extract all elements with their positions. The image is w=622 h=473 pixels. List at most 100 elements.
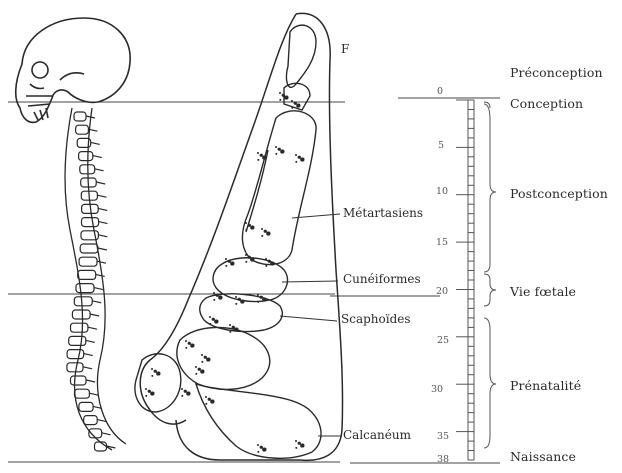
- stipple-dot: [232, 326, 235, 329]
- leader-scaphoides: [280, 316, 337, 321]
- stipple-dot: [281, 150, 285, 154]
- vertebra-process: [83, 367, 92, 369]
- stipple-dot: [209, 316, 211, 318]
- vertebra: [84, 416, 98, 425]
- vertebra-process: [99, 222, 108, 224]
- stipple-dot: [235, 296, 237, 298]
- stipple-dot: [245, 261, 247, 263]
- stipple-dot: [238, 298, 241, 301]
- stipple-dot: [271, 262, 275, 266]
- stipple-dot: [291, 107, 293, 109]
- stipple-dot: [195, 366, 197, 368]
- vertebra-process: [93, 156, 102, 158]
- vertebra: [74, 297, 92, 306]
- vertebra: [76, 125, 89, 134]
- vertebra: [80, 244, 98, 253]
- label-cuneiformes: Cunéiformes: [343, 272, 421, 286]
- vertebra-process: [92, 301, 101, 303]
- stipple-dot: [261, 228, 263, 230]
- stipple-dot: [298, 156, 301, 159]
- fragment-letter: F: [341, 42, 349, 56]
- leader-lines: [280, 214, 342, 436]
- stipple-dot: [297, 104, 301, 108]
- stipple-dot: [279, 92, 281, 94]
- stipple-dot: [211, 400, 215, 404]
- stipple-dot: [257, 301, 259, 303]
- stipple-dot: [267, 232, 271, 236]
- stipple-dot: [265, 265, 267, 267]
- stipple-dot: [205, 396, 207, 398]
- stage-preconception: Préconception: [510, 65, 603, 80]
- vertebra-process: [97, 195, 106, 197]
- stipple-dot: [185, 340, 187, 342]
- vertebra: [71, 376, 87, 385]
- stage-prenatalite: Prénatalité: [510, 378, 581, 393]
- stipple-dot: [201, 370, 205, 374]
- stipple-dot: [295, 154, 297, 156]
- stage-conception: Conception: [510, 96, 583, 111]
- stipple-dot: [260, 296, 263, 299]
- stipple-dot: [151, 392, 155, 396]
- vertebra: [74, 112, 86, 121]
- stipple-dot: [301, 444, 305, 448]
- brace-prenatalite: [484, 318, 496, 448]
- vertebra: [82, 218, 99, 227]
- stipple-dot: [219, 296, 223, 300]
- stipple-dot: [257, 444, 259, 446]
- vertebra: [79, 402, 93, 411]
- stipple-dot: [154, 370, 157, 373]
- stipple-dot: [251, 226, 255, 230]
- stipple-dot: [151, 368, 153, 370]
- stipple-dot: [187, 392, 191, 396]
- tick-label-5: 5: [438, 140, 444, 151]
- vertebra: [78, 270, 96, 279]
- stipple-dot: [229, 331, 231, 333]
- stipple-dot: [195, 373, 197, 375]
- stage-naissance: Naissance: [510, 449, 576, 464]
- stipple-dot: [209, 323, 211, 325]
- stipple-dot: [235, 328, 239, 332]
- stipple-dot: [291, 100, 293, 102]
- vertebra-process: [96, 274, 105, 276]
- stipple-dot: [185, 347, 187, 349]
- stipple-dot: [191, 344, 195, 348]
- stipple-dot: [275, 153, 277, 155]
- stipple-dot: [260, 154, 263, 157]
- vertebra: [71, 323, 88, 332]
- stipple-dot: [208, 398, 211, 401]
- stipple-dot: [251, 258, 255, 262]
- stipple-dot: [216, 294, 219, 297]
- foot-bones: [135, 25, 321, 458]
- stipple-dot: [235, 303, 237, 305]
- stipple-dot: [201, 354, 203, 356]
- stipple-dot: [260, 446, 263, 449]
- vertebra-process: [102, 433, 111, 435]
- vertebrae: [67, 112, 116, 451]
- stage-braces: [484, 102, 496, 448]
- stipple-dot: [225, 265, 227, 267]
- week-scale: [456, 100, 474, 460]
- stipple-dot: [285, 96, 289, 100]
- stipple-dot: [248, 256, 251, 259]
- stipple-dot: [257, 451, 259, 453]
- vertebra: [95, 442, 107, 451]
- skull: [16, 18, 130, 122]
- stipple-dot: [213, 299, 215, 301]
- stipple-dot: [145, 388, 147, 390]
- stipple-dot: [295, 447, 297, 449]
- tick-label-0: 0: [437, 86, 443, 97]
- vertebra-process: [88, 327, 97, 329]
- vertebra-process: [91, 142, 100, 144]
- stipple-dot: [213, 292, 215, 294]
- stage-vie-foetale: Vie fœtale: [510, 284, 576, 299]
- stipple-dot: [295, 440, 297, 442]
- stipple-dot: [151, 375, 153, 377]
- stipple-dot: [184, 390, 187, 393]
- stipple-dot: [188, 342, 191, 345]
- vertebra: [76, 284, 94, 293]
- stipple-dot: [231, 262, 235, 266]
- stipple-dot: [301, 158, 305, 162]
- vertebra-process: [86, 340, 95, 342]
- vertebra-process: [98, 248, 107, 250]
- vertebra: [79, 152, 93, 161]
